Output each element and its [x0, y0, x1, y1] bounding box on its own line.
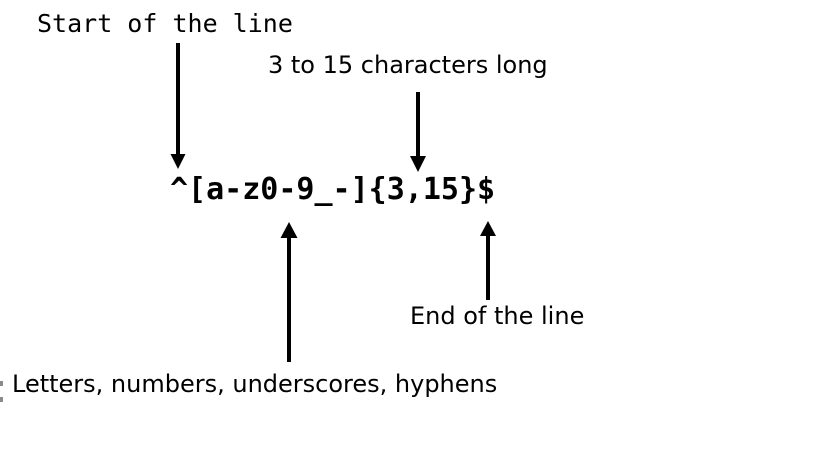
cropped-text-fragment [0, 381, 3, 386]
arrow-up-char-class-icon [280, 222, 298, 362]
label-character-class: Letters, numbers, underscores, hyphens [12, 370, 498, 398]
arrow-down-start-of-line-icon [170, 43, 186, 169]
cropped-text-fragment [0, 397, 3, 402]
label-length-quantifier: 3 to 15 characters long [268, 51, 548, 79]
regex-pattern: ^[a-z0-9_-]{3,15}$ [170, 172, 496, 207]
label-end-of-line: End of the line [410, 302, 585, 330]
arrow-up-end-of-line-icon [480, 221, 496, 300]
label-start-of-line: Start of the line [37, 9, 293, 38]
arrow-down-length-icon [410, 92, 426, 172]
